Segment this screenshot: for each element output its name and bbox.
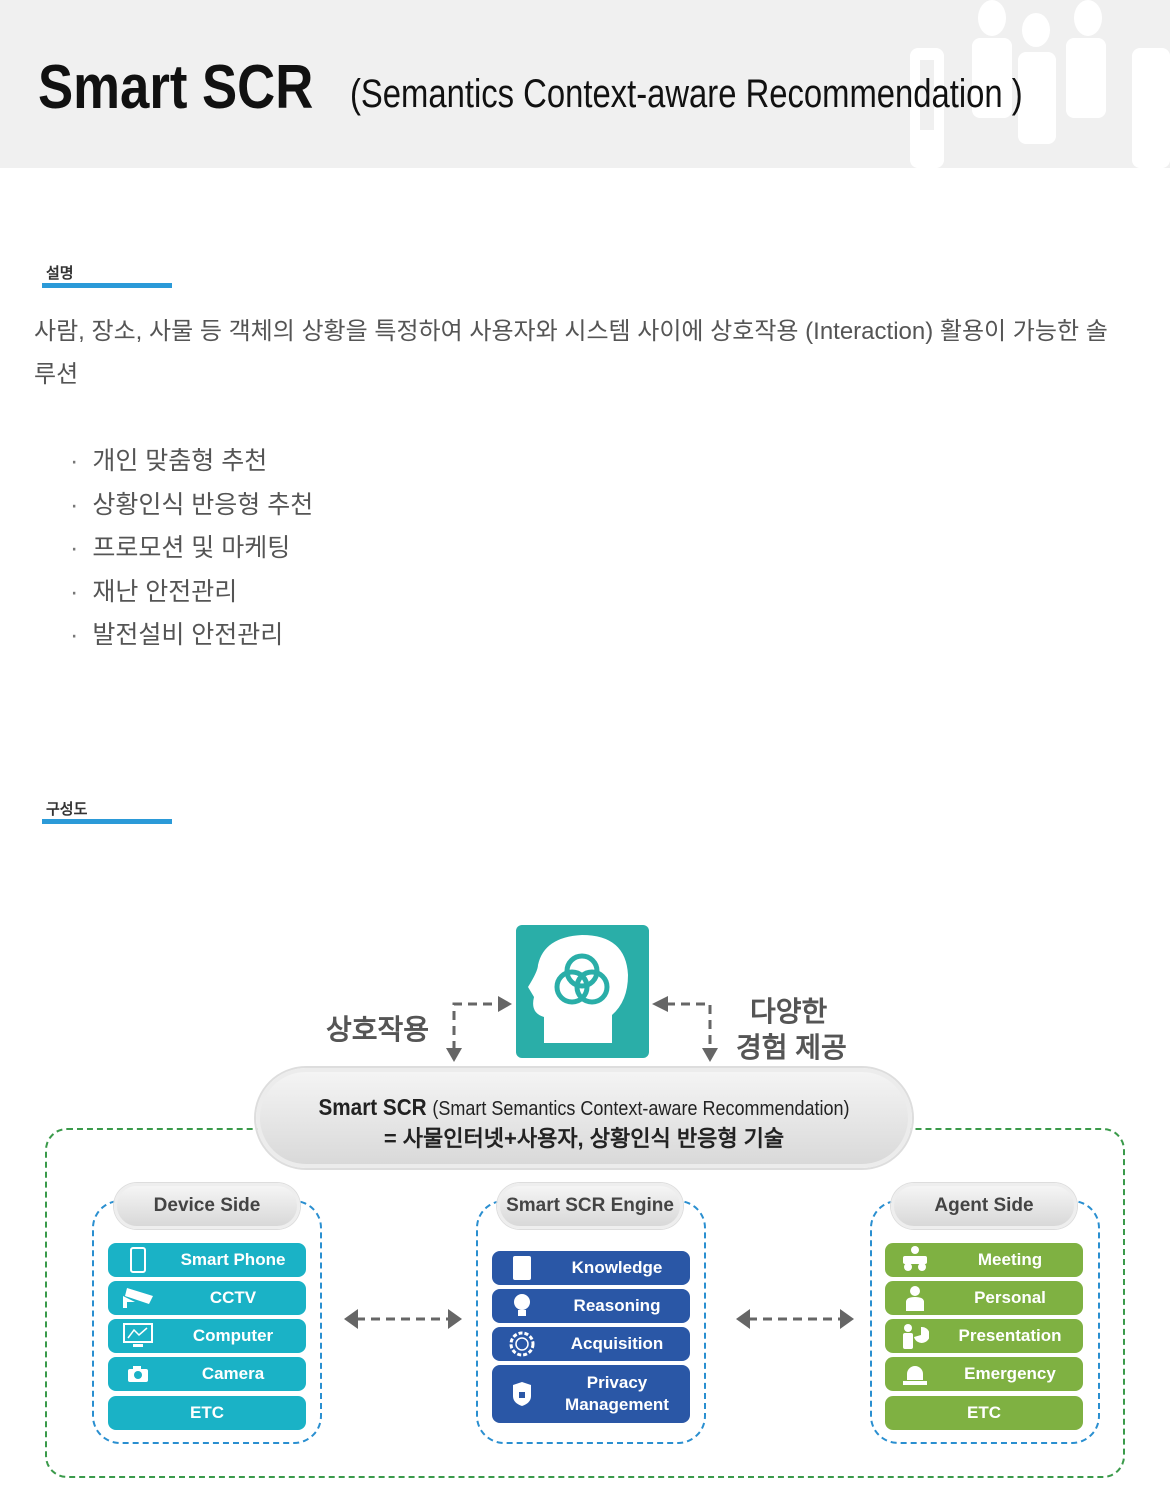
description-heading: 설명 [46, 265, 74, 282]
lightbulb-icon [492, 1293, 552, 1319]
list-item: 상황인식 반응형 추천 [70, 484, 313, 528]
device-cctv[interactable]: CCTV [108, 1281, 306, 1315]
heading-underline [42, 283, 172, 288]
pill-title-sub: (Smart Semantics Context-aware Recommend… [432, 1098, 850, 1120]
experience-label-1: 다양한 [750, 996, 828, 1027]
engine-knowledge[interactable]: Knowledge [492, 1251, 690, 1285]
people-icon [910, 0, 1170, 168]
page-subtitle: (Semantics Context-aware Recommendation … [350, 72, 1023, 116]
meeting-icon [885, 1245, 945, 1275]
monitor-icon [108, 1323, 168, 1349]
presentation-icon [885, 1323, 945, 1349]
structure-heading: 구성도 [46, 801, 88, 818]
engine-header: Smart SCR Engine [497, 1183, 683, 1229]
header-banner: Smart SCR (Semantics Context-aware Recom… [0, 0, 1170, 168]
brain-icon [516, 925, 649, 1058]
agent-side-header: Agent Side [891, 1183, 1077, 1229]
camera-icon [108, 1365, 168, 1383]
agent-personal[interactable]: Personal [885, 1281, 1083, 1315]
feature-list: 개인 맞춤형 추천 상황인식 반응형 추천 프로모션 및 마케팅 재난 안전관리… [70, 440, 313, 658]
pill-title: Smart SCR [318, 1094, 427, 1120]
device-computer[interactable]: Computer [108, 1319, 306, 1353]
experience-label-2: 경험 제공 [736, 1032, 847, 1063]
shield-lock-icon [492, 1382, 552, 1406]
device-camera[interactable]: Camera [108, 1357, 306, 1391]
smart-scr-banner: Smart SCR (Smart Semantics Context-aware… [256, 1068, 912, 1168]
smartphone-icon [108, 1247, 168, 1273]
engine-acquisition[interactable]: Acquisition [492, 1327, 690, 1361]
device-etc[interactable]: ETC [108, 1396, 306, 1430]
device-side-header: Device Side [114, 1183, 300, 1229]
description-text: 사람, 장소, 사물 등 객체의 상황을 특정하여 사용자와 시스템 사이에 상… [34, 318, 1108, 388]
person-icon [885, 1285, 945, 1311]
page-title: Smart SCR [38, 53, 314, 122]
gear-icon [492, 1330, 552, 1358]
cctv-icon [108, 1286, 168, 1310]
siren-icon [885, 1362, 945, 1386]
agent-emergency[interactable]: Emergency [885, 1357, 1083, 1391]
agent-meeting[interactable]: Meeting [885, 1243, 1083, 1277]
interaction-label: 상호작용 [326, 1014, 430, 1045]
list-item: 개인 맞춤형 추천 [70, 440, 313, 484]
agent-presentation[interactable]: Presentation [885, 1319, 1083, 1353]
list-item: 프로모션 및 마케팅 [70, 527, 313, 571]
heading-underline [42, 819, 172, 824]
book-icon [492, 1255, 552, 1281]
list-item: 발전설비 안전관리 [70, 614, 313, 658]
pill-line2: = 사물인터넷+사용자, 상황인식 반응형 기술 [383, 1126, 785, 1151]
device-smart-phone[interactable]: Smart Phone [108, 1243, 306, 1277]
list-item: 재난 안전관리 [70, 571, 313, 615]
engine-reasoning[interactable]: Reasoning [492, 1289, 690, 1323]
agent-etc[interactable]: ETC [885, 1396, 1083, 1430]
